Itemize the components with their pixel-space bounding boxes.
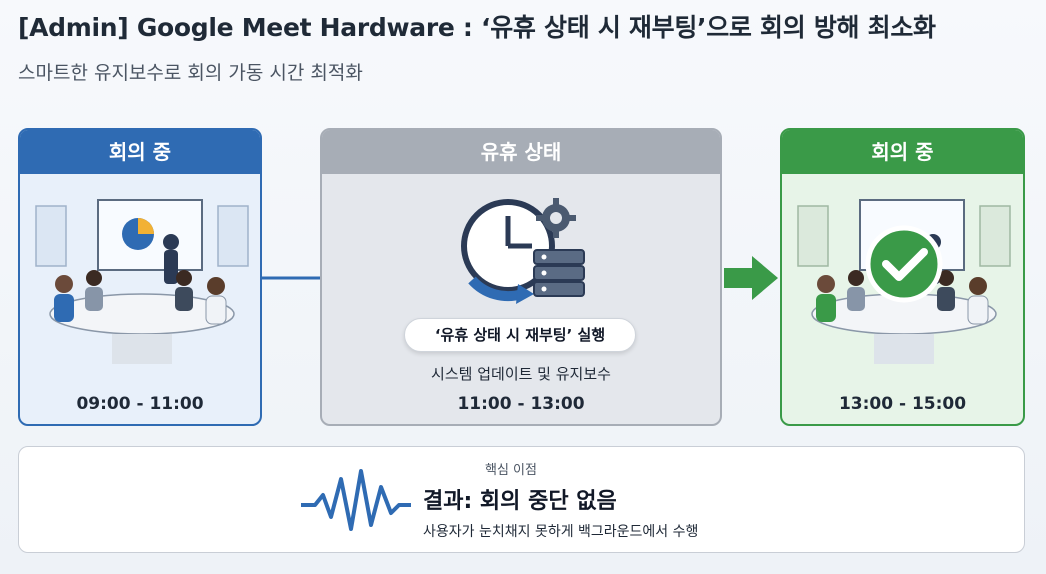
panel-label: 유휴 상태 [322,130,720,174]
panel-idle: 유휴 상태 11:00 - 13:00 [320,128,722,426]
clock-server-gear-illustration [461,198,585,304]
panel-label: 회의 중 [20,130,260,174]
benefit-description: 사용자가 눈치채지 못하게 백그라운드에서 수행 [423,524,699,540]
benefit-result: 결과: 회의 중단 없음 [423,489,617,514]
sound-wave-icon [301,469,411,531]
panel-meeting-morning: 회의 중 09:00 - 11:00 [18,128,262,426]
time-range: 13:00 - 15:00 [838,394,967,414]
panel-meeting-afternoon: 회의 중 13:00 - 15:00 [780,128,1025,426]
gear-icon [536,198,576,238]
meeting-room-illustration [790,184,1019,374]
page-subtitle: 스마트한 유지보수로 회의 가동 시간 최적화 [18,62,363,84]
time-range: 11:00 - 13:00 [457,394,585,414]
time-range: 09:00 - 11:00 [76,394,204,414]
check-circle-icon [865,225,943,303]
key-benefit-box: 핵심 이점 결과: 회의 중단 없음 사용자가 눈치채지 못하게 백그라운드에서… [18,446,1025,553]
benefit-kicker: 핵심 이점 [485,463,537,478]
meeting-room-illustration [28,184,256,374]
maintenance-description: 시스템 업데이트 및 유지보수 [431,365,611,383]
page-title: [Admin] Google Meet Hardware : ‘유휴 상태 시 … [18,13,936,42]
server-icon [533,249,585,297]
reboot-action-pill: ‘유휴 상태 시 재부팅’ 실행 [404,318,636,352]
panel-label: 회의 중 [782,130,1023,174]
arrow-right-icon [724,256,778,300]
